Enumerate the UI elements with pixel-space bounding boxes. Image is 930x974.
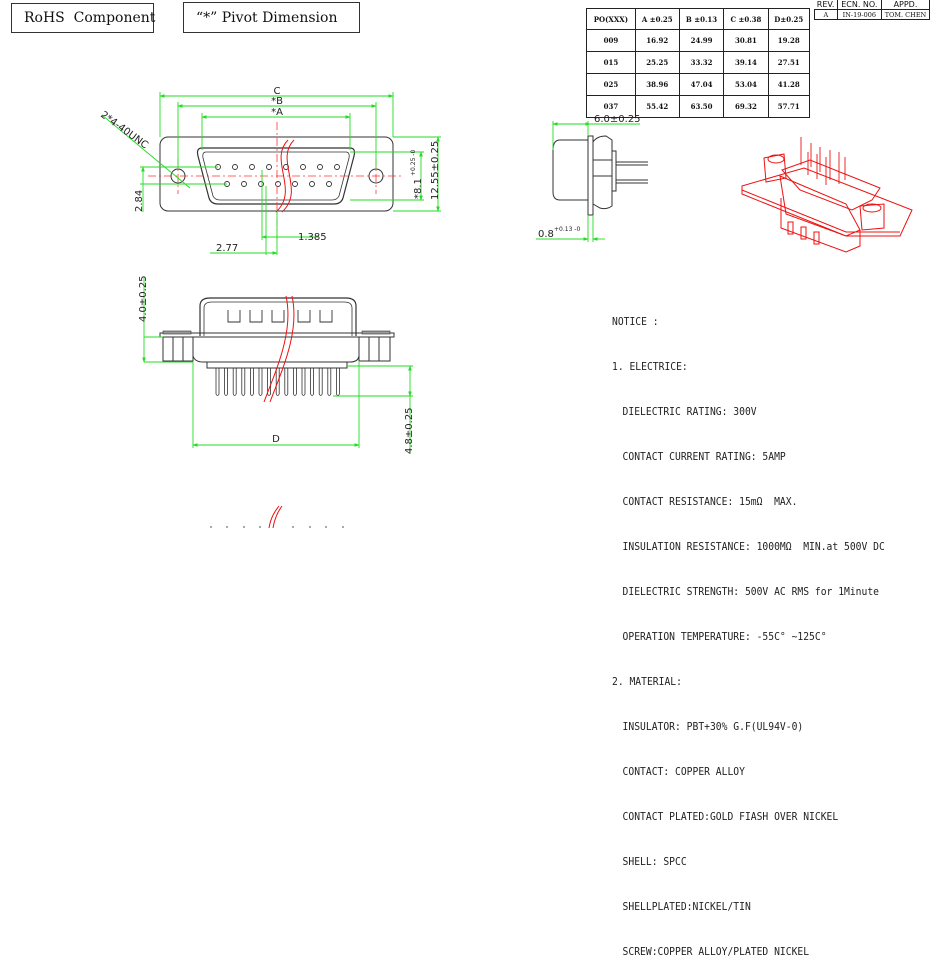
dim-c: C xyxy=(274,86,281,97)
side-view: 6.0±0.25 0.8 +0.13 -0 xyxy=(536,114,648,242)
dim-12-55: 12.55±0.25 xyxy=(430,141,441,200)
notice-item: OPERATION TEMPERATURE: -55C° ~125C° xyxy=(622,630,827,643)
section-material-heading: 2. MATERIAL: xyxy=(612,675,682,688)
dim-d: D xyxy=(272,434,280,445)
cell: 55.42 xyxy=(634,95,680,118)
dim-8-1: *8.1 xyxy=(413,178,424,199)
dim-6-0: 6.0±0.25 xyxy=(594,114,641,125)
pin xyxy=(293,368,297,396)
revision-row: A IN-19-006 TOM. CHEN xyxy=(814,9,930,20)
notice-block: NOTICE : 1. ELECTRICE: DIELECTRIC RATING… xyxy=(612,284,885,974)
dim-4-8: 4.8±0.25 xyxy=(404,407,415,454)
header-d: D±0.25 xyxy=(767,8,811,30)
break-line xyxy=(275,139,295,213)
partial-drawing-bottom xyxy=(210,505,344,528)
pin xyxy=(250,368,254,396)
pin xyxy=(215,368,220,396)
notice-item: CONTACT: COPPER ALLOY xyxy=(622,765,745,778)
notice-title: NOTICE : xyxy=(612,315,659,328)
revision-table: REV. ECN. NO. APPD. A IN-19-006 TOM. CHE… xyxy=(814,0,930,20)
centerlines xyxy=(148,122,402,240)
pivot-dimension-label: “*” Pivot Dimension xyxy=(183,2,360,33)
dim-0-8-tol: +0.13 -0 xyxy=(554,226,580,233)
revision-header-row: REV. ECN. NO. APPD. xyxy=(814,0,930,10)
dim-8-1-tol: +0.25 -0 xyxy=(410,150,417,176)
rohs-text: RoHS Component xyxy=(24,10,156,26)
notice-item: DIELECTRIC RATING: 300V xyxy=(622,405,757,418)
dim-2-77: 2.77 xyxy=(216,243,238,254)
notice-item: SCREW:COPPER ALLOY/PLATED NICKEL xyxy=(622,945,810,958)
pin xyxy=(301,368,306,396)
notice-item: SHELLPLATED:NICKEL/TIN xyxy=(622,900,751,913)
pivot-text: “*” Pivot Dimension xyxy=(196,9,338,26)
pin xyxy=(318,368,323,396)
ecn-value: IN-19-006 xyxy=(836,9,882,20)
pin xyxy=(267,368,271,396)
front-view: C *B *A 2*4-40UNC 2.84 2.77 1.385 *8.1 +… xyxy=(98,86,441,255)
dim-0-8: 0.8 xyxy=(538,229,554,240)
pin xyxy=(284,368,289,396)
pin xyxy=(224,368,228,396)
rohs-component-label: RoHS Component xyxy=(11,3,156,33)
table-row: 037 55.42 63.50 69.32 57.71 xyxy=(586,95,811,118)
bottom-view: 4.0±0.25 D 4.8±0.25 xyxy=(138,275,415,454)
notice-item: INSULATOR: PBT+30% G.F(UL94V-0) xyxy=(622,720,804,733)
notice-item: INSULATION RESISTANCE: 1000MΩ MIN.at 500… xyxy=(622,540,885,553)
notice-item: CONTACT RESISTANCE: 15mΩ MAX. xyxy=(622,495,798,508)
pin xyxy=(275,368,280,396)
dim-1-385: 1.385 xyxy=(298,232,327,243)
pin xyxy=(327,368,332,396)
section-electrice-heading: 1. ELECTRICE: xyxy=(612,360,688,373)
notice-item: DIELECTRIC STRENGTH: 500V AC RMS for 1Mi… xyxy=(622,585,879,598)
pin xyxy=(310,368,314,396)
pin xyxy=(241,368,246,396)
dimension-table: PO(XXX) A ±0.25 B ±0.13 C ±0.38 D±0.25 0… xyxy=(586,8,811,118)
dim-b: *B xyxy=(271,96,283,107)
notice-item: CONTACT CURRENT RATING: 5AMP xyxy=(622,450,786,463)
technical-drawing: C *B *A 2*4-40UNC 2.84 2.77 1.385 *8.1 +… xyxy=(98,86,913,528)
table-row: 015 25.25 33.32 39.14 27.51 xyxy=(586,51,811,74)
appd-value: TOM. CHEN xyxy=(880,9,930,20)
pins xyxy=(215,368,340,396)
notice-item: SHELL: SPCC xyxy=(622,855,687,868)
header-ecn: ECN. NO. xyxy=(837,0,882,10)
notice-item: CONTACT PLATED:GOLD FIASH OVER NICKEL xyxy=(622,810,839,823)
pin xyxy=(258,368,263,396)
pin-holes-row1 xyxy=(215,164,340,170)
header-rev: REV. xyxy=(814,0,838,10)
dim-a: *A xyxy=(271,107,283,118)
dim-thread: 2*4-40UNC xyxy=(98,110,150,152)
dim-2-84: 2.84 xyxy=(134,190,145,212)
isometric-view xyxy=(741,137,913,253)
header-appd: APPD. xyxy=(881,0,930,10)
dim-4-0: 4.0±0.25 xyxy=(138,275,149,322)
pin-holes-row2 xyxy=(224,181,332,187)
pin xyxy=(336,368,340,396)
cell: 57.71 xyxy=(767,95,811,118)
pin xyxy=(232,368,237,396)
